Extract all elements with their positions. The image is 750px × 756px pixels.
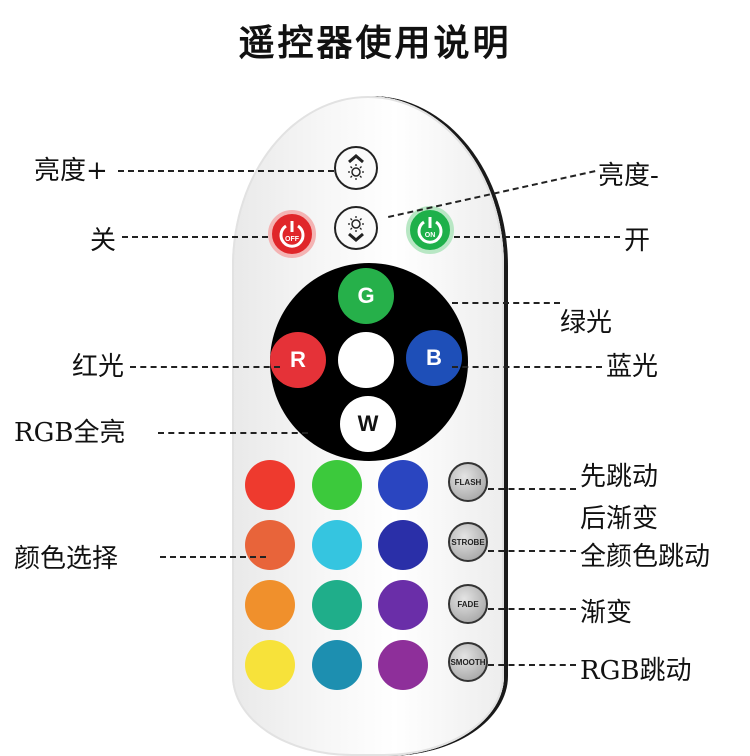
leader-brightness-up bbox=[118, 170, 334, 172]
sun-up-icon bbox=[348, 154, 364, 180]
label-smooth: RGB跳动 bbox=[580, 656, 692, 686]
label-green: 绿光 bbox=[560, 308, 613, 338]
leader-green bbox=[452, 302, 560, 304]
label-brightness-up: 亮度+ bbox=[34, 156, 108, 186]
label-red: 红光 bbox=[72, 352, 125, 382]
page-title: 遥控器使用说明 bbox=[238, 22, 512, 64]
color-swatch-2-1[interactable] bbox=[312, 580, 362, 630]
label-flash-2: 后渐变 bbox=[580, 504, 659, 534]
power-icon bbox=[279, 221, 305, 248]
fade-button[interactable]: FADE bbox=[448, 584, 488, 624]
color-swatch-0-1[interactable] bbox=[312, 460, 362, 510]
off-text: OFF bbox=[285, 235, 299, 243]
power-icon bbox=[417, 217, 443, 244]
white-button[interactable]: W bbox=[340, 396, 396, 452]
color-swatch-2-0[interactable] bbox=[245, 580, 295, 630]
color-swatch-2-2[interactable] bbox=[378, 580, 428, 630]
label-strobe: 全颜色跳动 bbox=[580, 542, 711, 572]
color-swatch-3-1[interactable] bbox=[312, 640, 362, 690]
label-on: 开 bbox=[624, 226, 651, 256]
smooth-button[interactable]: SMOOTH bbox=[448, 642, 488, 682]
label-off: 关 bbox=[90, 226, 117, 256]
label-flash-1: 先跳动 bbox=[580, 462, 659, 492]
color-swatch-0-2[interactable] bbox=[378, 460, 428, 510]
leader-flash bbox=[488, 488, 576, 490]
label-rgb-full: RGB全亮 bbox=[14, 418, 126, 448]
label-blue: 蓝光 bbox=[606, 352, 659, 382]
on-text: ON bbox=[424, 231, 436, 239]
label-fade: 渐变 bbox=[580, 598, 633, 628]
leader-fade bbox=[488, 608, 576, 610]
red-button[interactable]: R bbox=[270, 332, 326, 388]
leader-rgb-full bbox=[158, 432, 308, 434]
flash-button[interactable]: FLASH bbox=[448, 462, 488, 502]
leader-blue bbox=[452, 366, 602, 368]
label-brightness-down: 亮度- bbox=[598, 161, 659, 191]
color-swatch-3-0[interactable] bbox=[245, 640, 295, 690]
color-swatch-1-2[interactable] bbox=[378, 520, 428, 570]
color-swatch-1-1[interactable] bbox=[312, 520, 362, 570]
leader-smooth bbox=[488, 664, 576, 666]
power-on-button[interactable]: ON bbox=[406, 206, 454, 254]
leader-color-select bbox=[160, 556, 266, 558]
color-swatch-0-0[interactable] bbox=[245, 460, 295, 510]
leader-strobe bbox=[488, 550, 576, 552]
center-button[interactable] bbox=[338, 332, 394, 388]
blue-button[interactable]: B bbox=[406, 330, 462, 386]
leader-red bbox=[130, 366, 280, 368]
label-color-select: 颜色选择 bbox=[14, 544, 119, 574]
leader-off bbox=[122, 236, 268, 238]
brightness-up-button[interactable] bbox=[334, 146, 378, 190]
color-swatch-1-0[interactable] bbox=[245, 520, 295, 570]
color-swatch-3-2[interactable] bbox=[378, 640, 428, 690]
power-off-button[interactable]: OFF bbox=[268, 210, 316, 258]
green-button[interactable]: G bbox=[338, 268, 394, 324]
sun-down-icon bbox=[348, 216, 364, 242]
leader-on bbox=[454, 236, 620, 238]
strobe-button[interactable]: STROBE bbox=[448, 522, 488, 562]
brightness-down-button[interactable] bbox=[334, 206, 378, 250]
